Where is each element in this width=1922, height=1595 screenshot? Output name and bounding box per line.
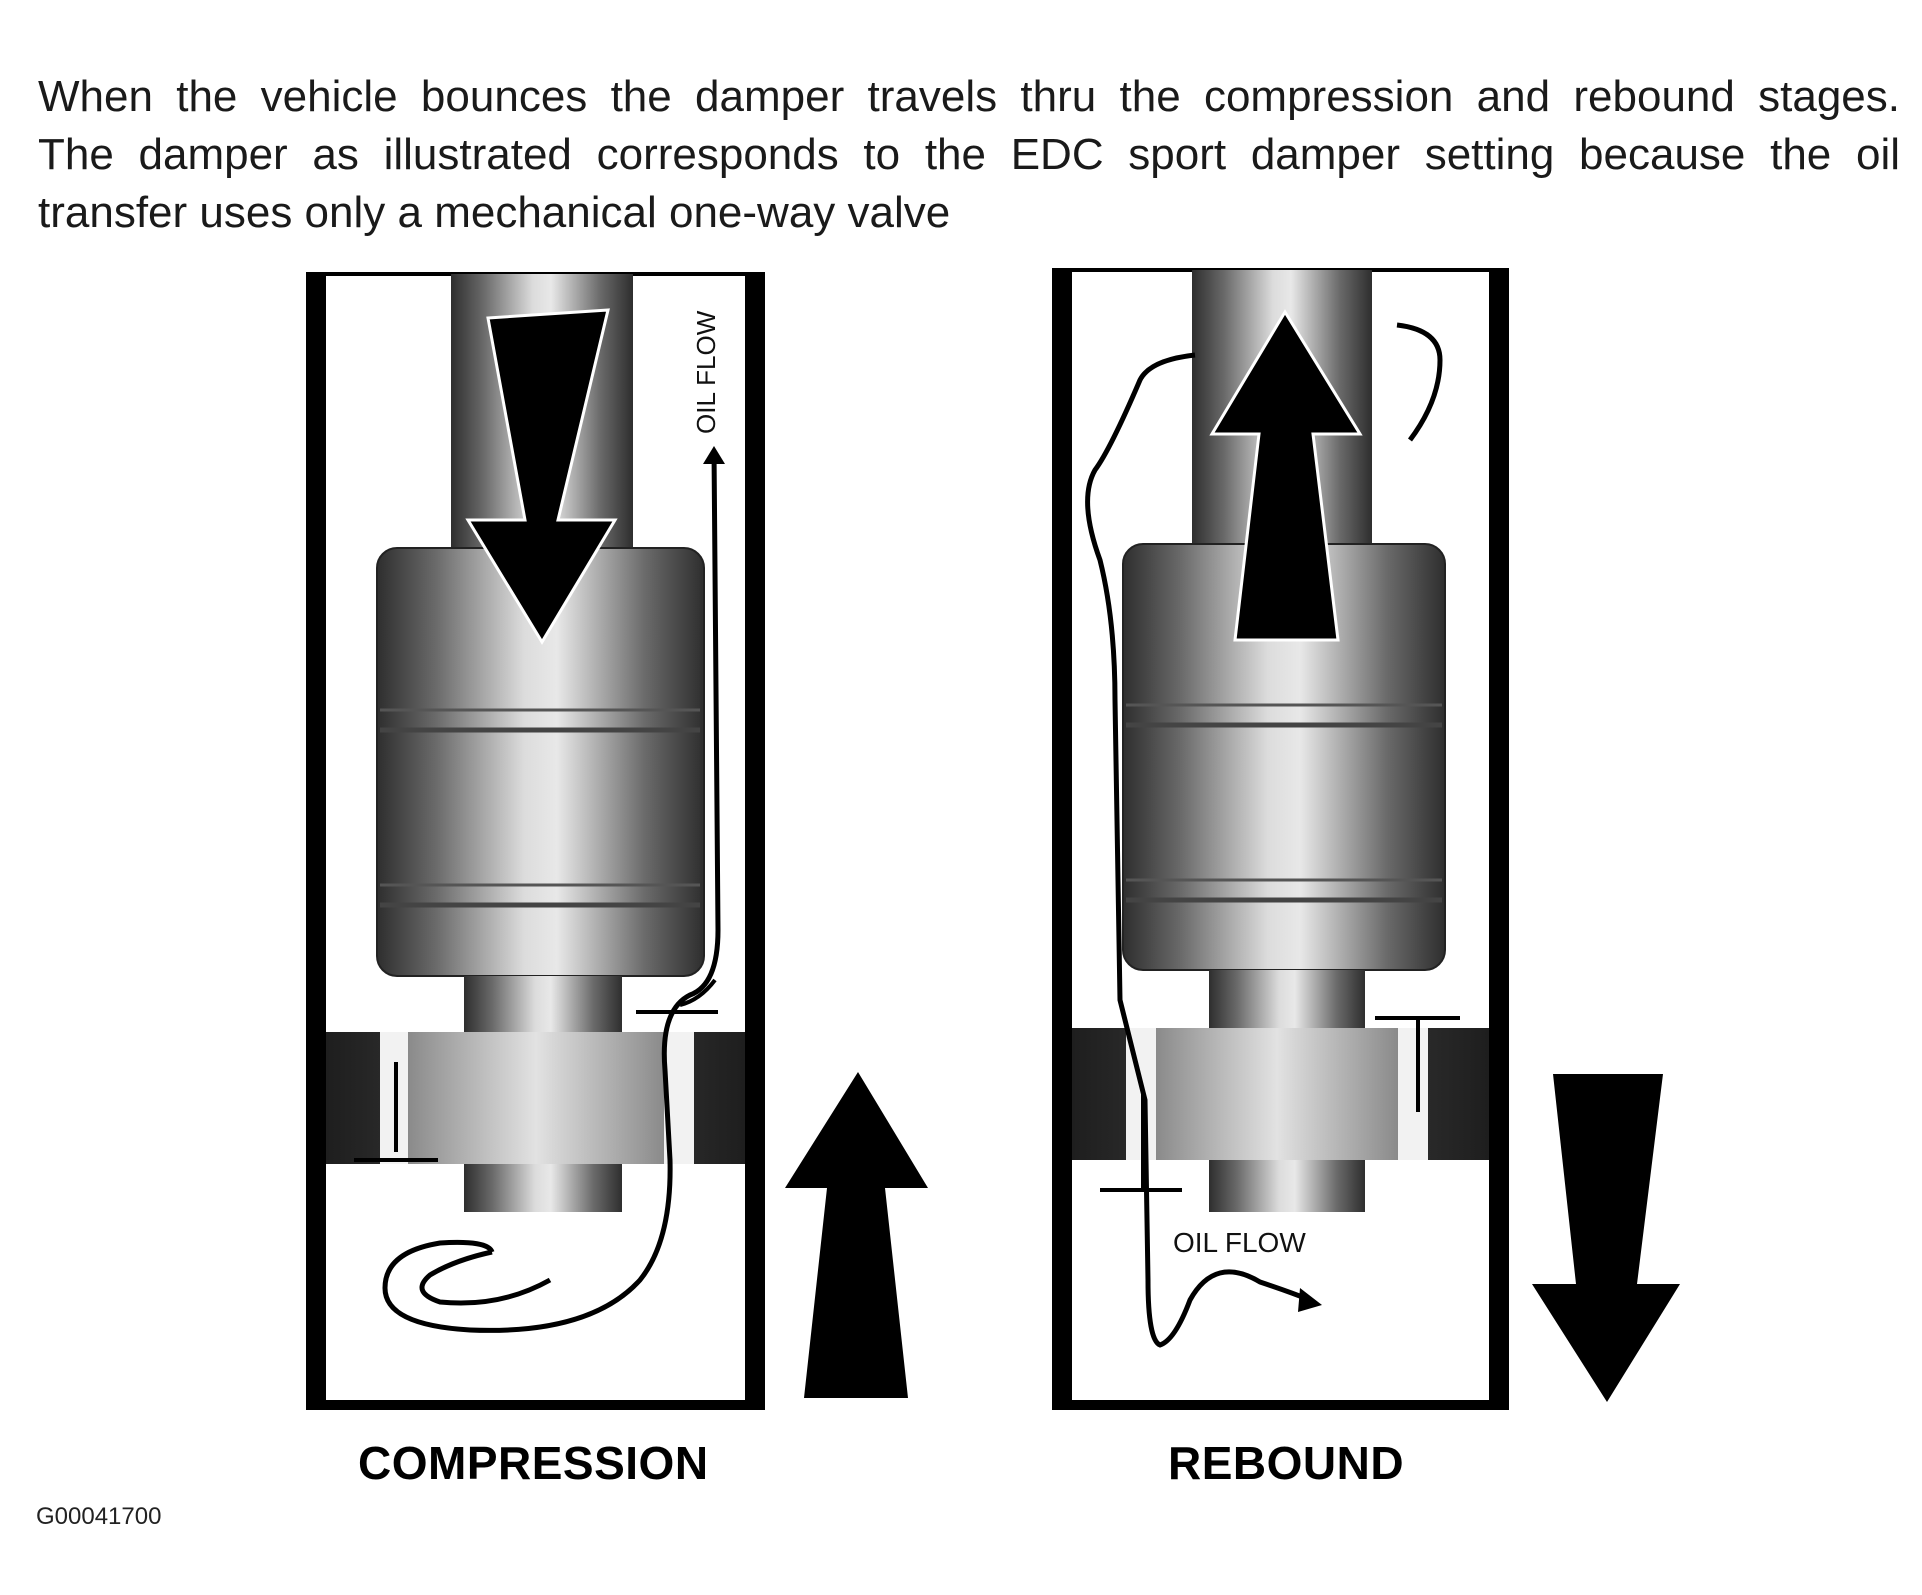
- rebound-down-arrow: [1532, 1074, 1680, 1402]
- rebound-label: REBOUND: [1168, 1437, 1405, 1489]
- compression-oil-flow-label: OIL FLOW: [691, 310, 721, 434]
- description-line-2: The damper as illustrated corresponds to…: [38, 130, 1900, 179]
- description-line-1: When the vehicle bounces the damper trav…: [38, 72, 1900, 121]
- compression-label: COMPRESSION: [358, 1437, 709, 1489]
- description-line-3: transfer uses only a mechanical one-way …: [38, 188, 951, 237]
- description-text: When the vehicle bounces the damper trav…: [38, 68, 1900, 242]
- compression-damper: [306, 272, 765, 1410]
- rebound-oil-flow-label: OIL FLOW: [1173, 1227, 1306, 1258]
- rebound-damper: [1052, 268, 1509, 1410]
- figure-code: G00041700: [36, 1503, 162, 1530]
- compression-up-arrow: [785, 1072, 928, 1398]
